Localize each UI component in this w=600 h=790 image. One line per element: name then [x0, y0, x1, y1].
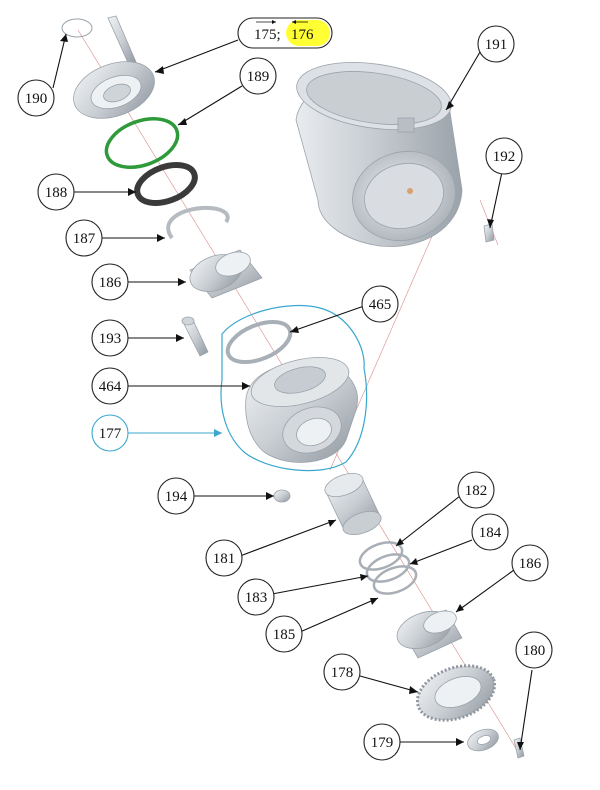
callout-186-upper[interactable]: 186	[91, 263, 129, 301]
part-191-drum	[295, 62, 463, 247]
callout-182[interactable]: 182	[457, 471, 495, 509]
callout-193-label: 193	[99, 331, 122, 347]
callout-186-lower-label: 186	[519, 556, 542, 572]
callout-192-label: 192	[493, 149, 516, 165]
callout-187-label: 187	[73, 231, 96, 247]
callout-178-label: 178	[331, 665, 354, 681]
callout-179-label: 179	[371, 735, 394, 751]
callout-177[interactable]: 177	[91, 414, 129, 452]
callout-194[interactable]: 194	[157, 477, 195, 515]
callout-191-label: 191	[485, 37, 508, 53]
part-175-176-flange	[73, 61, 155, 119]
part-186-bearing-lower	[396, 609, 463, 659]
callout-180[interactable]: 180	[515, 631, 553, 669]
callout-185[interactable]: 185	[265, 615, 303, 653]
callout-175-176[interactable]: 175; 176	[237, 17, 333, 49]
part-181-sleeve	[324, 472, 382, 536]
callout-186-upper-label: 186	[99, 275, 122, 291]
callout-184-label: 184	[479, 525, 502, 541]
callout-189[interactable]: 189	[239, 57, 277, 95]
part-188-seal	[134, 162, 198, 206]
callout-175-label: 175;	[254, 27, 281, 43]
callout-188[interactable]: 188	[37, 173, 75, 211]
callout-184[interactable]: 184	[471, 513, 509, 551]
callout-190-label: 190	[25, 91, 48, 107]
callout-189-label: 189	[247, 69, 270, 85]
callout-181-label: 181	[213, 551, 236, 567]
leader-lines	[52, 33, 533, 751]
callout-190[interactable]: 190	[17, 79, 55, 117]
part-187-snap-ring	[166, 205, 230, 240]
callout-188-label: 188	[45, 185, 68, 201]
callout-179[interactable]: 179	[363, 723, 401, 761]
callout-180-label: 180	[523, 643, 546, 659]
part-192-bolt	[483, 223, 495, 243]
callout-177-label: 177	[99, 426, 122, 442]
callout-465[interactable]: 465	[361, 285, 399, 323]
callout-464-label: 464	[99, 379, 122, 395]
parts-182-185-rings	[358, 541, 418, 595]
callout-464[interactable]: 464	[91, 367, 129, 405]
part-180-pin	[513, 737, 525, 759]
part-178-gear	[415, 664, 497, 722]
callout-192[interactable]: 192	[485, 137, 523, 175]
part-465-ring	[225, 319, 293, 365]
callout-182-label: 182	[465, 483, 488, 499]
part-179-washer	[467, 728, 499, 752]
part-189-o-ring	[104, 117, 180, 169]
callout-183[interactable]: 183	[237, 578, 275, 616]
callout-187[interactable]: 187	[65, 219, 103, 257]
part-464-hub	[245, 357, 358, 463]
callout-186-lower[interactable]: 186	[511, 544, 549, 582]
callout-465-label: 465	[369, 297, 392, 313]
callout-194-label: 194	[165, 489, 188, 505]
part-193-bolt	[181, 316, 209, 357]
callout-193[interactable]: 193	[91, 319, 129, 357]
part-190-ring-and-pin	[61, 15, 137, 66]
callout-183-label: 183	[245, 590, 268, 606]
callout-181[interactable]: 181	[205, 539, 243, 577]
callout-191[interactable]: 191	[477, 25, 515, 63]
group-177-outline	[220, 304, 368, 472]
part-186-bearing-upper	[189, 249, 263, 299]
callout-178[interactable]: 178	[323, 653, 361, 691]
callout-176-label: 176	[291, 27, 314, 43]
part-194-nut	[273, 489, 291, 503]
callout-185-label: 185	[273, 627, 296, 643]
